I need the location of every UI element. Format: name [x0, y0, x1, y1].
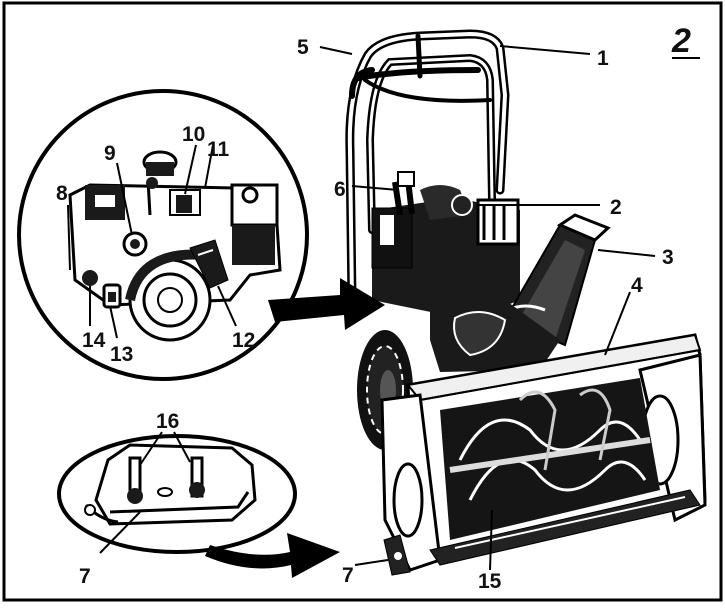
callout-5: 5	[297, 36, 309, 59]
callout-3: 3	[662, 246, 674, 269]
callout-16: 16	[156, 410, 179, 433]
callout-15: 15	[478, 570, 502, 593]
callout-14: 14	[82, 329, 106, 352]
callout-4: 4	[631, 274, 643, 297]
callout-7-inset: 7	[79, 565, 91, 588]
engine-controls-inset	[17, 89, 309, 381]
discharge-chute	[499, 213, 611, 347]
snowblower-main-illustration	[345, 29, 707, 576]
engine-assembly	[371, 171, 520, 320]
pointer-arrow-skid-shoe	[205, 533, 340, 578]
callout-6: 6	[334, 178, 346, 201]
callout-2: 2	[610, 196, 622, 219]
leader-lines	[319, 45, 656, 571]
callout-7-main: 7	[342, 564, 354, 587]
callout-10: 10	[182, 123, 205, 146]
callout-1: 1	[597, 47, 609, 70]
callout-8: 8	[56, 182, 68, 205]
callout-12: 12	[232, 329, 255, 352]
handle	[345, 29, 510, 305]
callout-11: 11	[207, 138, 230, 161]
callout-9: 9	[104, 142, 116, 165]
auger	[449, 388, 651, 501]
skid-shoe-inset	[57, 431, 297, 554]
callout-13: 13	[110, 343, 133, 366]
figure-number: 2	[671, 22, 691, 60]
auger-housing	[380, 333, 707, 572]
pointer-arrow-engine	[268, 278, 385, 330]
